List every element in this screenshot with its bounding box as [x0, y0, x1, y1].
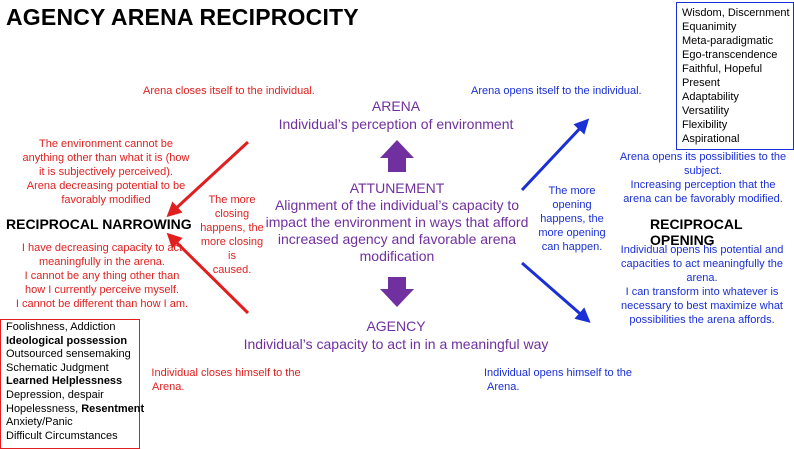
reciprocal-narrowing-heading: RECIPROCAL NARROWING: [6, 216, 192, 232]
virtue-item: Flexibility: [682, 119, 728, 131]
potential-line: possibilities the arena affords.: [629, 314, 775, 326]
potential-line: arena.: [686, 272, 718, 284]
capacity-line: meaningfully in the arena.: [39, 256, 165, 268]
vice-item: Foolishness, Addiction: [6, 321, 116, 333]
environment-text: The environment cannot be anything other…: [6, 137, 206, 207]
environment-line: The environment cannot be: [39, 138, 173, 150]
vice-item: Learned Helplessness: [6, 375, 123, 388]
capacity-text: I have decreasing capacity to act meanin…: [2, 241, 202, 311]
virtue-item: Present: [682, 77, 720, 89]
agency-block: AGENCY Individual’s capacity to act in i…: [236, 317, 556, 353]
potential-text: Individual opens his potential and capac…: [612, 243, 792, 327]
capacity-line: I cannot be any thing other than: [24, 270, 180, 282]
potential-line: capacities to act meaningfully the: [620, 258, 784, 270]
attunement-block: ATTUNEMENT Alignment of the individual’s…: [262, 180, 532, 265]
vice-item: Hopelessness, Resentment: [6, 402, 144, 417]
potential-line: Individual opens his potential and: [620, 244, 784, 256]
capacity-line: how I currently perceive myself.: [24, 284, 180, 296]
opening-line: can happen.: [541, 241, 603, 253]
closing-cycle-text: The more closing happens, the more closi…: [196, 193, 268, 277]
capacity-line: I have decreasing capacity to act: [21, 242, 183, 254]
possibilities-line: subject.: [684, 165, 722, 177]
opening-line: The more: [548, 185, 596, 197]
vice-item: Schematic Judgment: [6, 361, 109, 374]
closing-line: closing: [214, 208, 250, 220]
arena-closing-arrow: [166, 140, 250, 218]
arena-subtitle: Individual’s perception of environment: [278, 116, 514, 132]
individual-closes-line: Individual closes himself to the: [151, 367, 301, 379]
environment-line: it is subjectively perceived).: [39, 166, 173, 178]
individual-opens-label: Individual opens himself to the Arena.: [478, 366, 638, 394]
agency-heading: AGENCY: [366, 318, 426, 334]
vice-item: Anxiety/Panic: [6, 416, 73, 429]
virtue-item: Versatility: [682, 105, 730, 117]
virtues-box: Wisdom, Discernment Equanimity Meta-para…: [676, 2, 794, 150]
closing-line: more closing is: [200, 236, 264, 262]
opening-line: more opening: [538, 227, 606, 239]
individual-closes-line: Arena.: [152, 381, 185, 393]
virtue-item: Aspirational: [682, 133, 740, 145]
attunement-heading: ATTUNEMENT: [349, 180, 445, 196]
possibilities-text: Arena opens its possibilities to the sub…: [617, 150, 789, 206]
up-arrow-to-arena: [380, 140, 414, 172]
attunement-line: impact the environment in ways that affo…: [265, 214, 529, 230]
virtue-item: Equanimity: [682, 21, 737, 33]
possibilities-line: Increasing perception that the: [630, 179, 776, 191]
closing-line: happens, the: [200, 222, 264, 234]
closing-line: caused.: [212, 264, 252, 276]
attunement-line: increased agency and favorable arena: [277, 231, 517, 247]
opening-line: opening: [552, 199, 592, 211]
vice-item-text: Hopelessness,: [6, 402, 82, 415]
possibilities-line: arena can be favorably modified.: [623, 193, 783, 205]
opening-cycle-text: The more opening happens, the more openi…: [536, 184, 608, 254]
vice-item: Difficult Circumstances: [6, 429, 118, 442]
individual-closes-label: Individual closes himself to the Arena.: [146, 366, 306, 394]
potential-line: I can transform into whatever is: [625, 286, 779, 298]
capacity-line: I cannot be different than how I am.: [15, 298, 189, 310]
environment-line: anything other than what it is (how: [22, 152, 190, 164]
virtue-item: Faithful, Hopeful: [682, 63, 763, 75]
reciprocal-opening-heading: RECIPROCAL OPENING: [650, 216, 743, 248]
arena-closes-label: Arena closes itself to the individual.: [143, 85, 315, 97]
page-title: AGENCY ARENA RECIPROCITY: [6, 4, 359, 30]
possibilities-line: Arena opens its possibilities to the: [619, 151, 787, 163]
environment-line: Arena decreasing potential to be: [26, 180, 186, 192]
closing-line: The more: [208, 194, 256, 206]
potential-line: necessary to best maximize what: [620, 300, 783, 312]
arena-block: ARENA Individual’s perception of environ…: [246, 97, 546, 133]
individual-opens-line: Arena.: [487, 381, 520, 393]
individual-closing-arrow: [166, 232, 250, 315]
individual-opens-line: Individual opens himself to the: [484, 367, 632, 379]
vice-item: Depression, despair: [6, 388, 104, 401]
virtue-item: Meta-paradigmatic: [682, 35, 774, 47]
attunement-line: Alignment of the individual’s capacity t…: [274, 197, 520, 213]
attunement-line: modification: [359, 248, 435, 264]
individual-opening-arrow: [521, 261, 591, 323]
down-arrow-to-agency: [380, 277, 414, 307]
environment-line: favorably modified: [61, 194, 151, 206]
arena-opening-arrow: [520, 118, 590, 192]
vices-box: Foolishness, Addiction Ideological posse…: [0, 319, 144, 449]
vice-item: Outsourced sensemaking: [6, 348, 131, 361]
opening-line: happens, the: [540, 213, 604, 225]
arena-heading: ARENA: [371, 98, 421, 114]
agency-subtitle: Individual’s capacity to act in in a mea…: [243, 336, 549, 352]
virtue-item: Wisdom, Discernment: [682, 7, 790, 19]
vice-item: Ideological possession: [6, 334, 128, 347]
virtue-item: Adaptability: [682, 91, 739, 103]
vice-item-bold: Resentment: [81, 402, 145, 415]
virtue-item: Ego-transcendence: [682, 49, 778, 61]
arena-opens-label: Arena opens itself to the individual.: [471, 85, 642, 97]
